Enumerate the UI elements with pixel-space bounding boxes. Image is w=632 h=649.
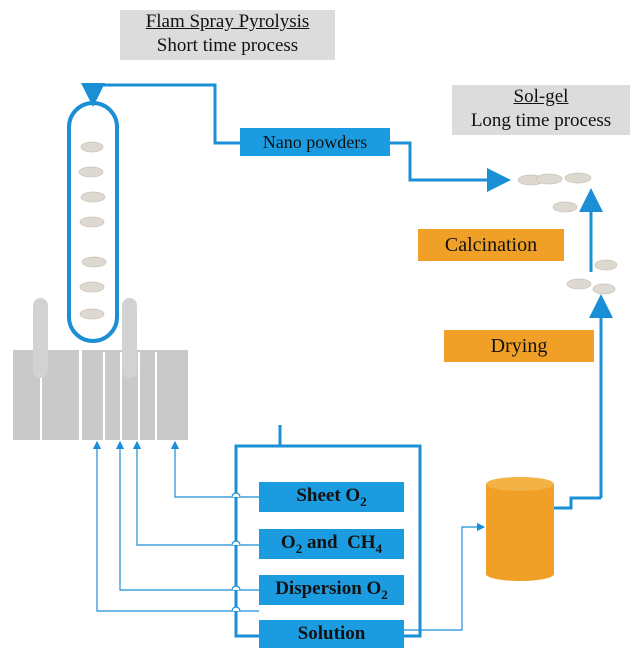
powder-piles: [78, 141, 618, 320]
nano-to-product-line: [390, 141, 511, 192]
drying-box: Drying: [444, 330, 594, 362]
sheet-o2-box: Sheet O2: [259, 482, 404, 512]
solution-label: Solution: [297, 623, 366, 644]
calcination-label: Calcination: [444, 234, 538, 256]
sheet-o2-sub: 2: [360, 493, 367, 509]
dispersion-o2-box: Dispersion O2: [259, 575, 404, 605]
dispersion-o2-label: Dispersion O: [275, 578, 382, 599]
nano-powders-box: Nano powders: [240, 128, 390, 156]
fsp-title: Flam Spray Pyrolysis: [145, 11, 310, 32]
drying-tank: [486, 477, 554, 581]
o2-ch4-box: O2 and CH4: [259, 529, 404, 559]
calcination-box: Calcination: [418, 229, 564, 261]
ch4-label: and CH: [302, 532, 376, 553]
feed-enclosure: [234, 425, 422, 638]
solgel-title-box: Sol-gel Long time process: [452, 85, 630, 135]
sheet-o2-label: Sheet O: [296, 485, 361, 506]
solgel-subtitle: Long time process: [470, 109, 612, 131]
tank-outlet-line: [554, 496, 601, 510]
nozzle-left: [33, 298, 48, 378]
fsp-subtitle: Short time process: [156, 34, 299, 56]
dispersion-o2-sub: 2: [381, 586, 388, 602]
ch4-sub: 4: [375, 540, 383, 556]
solgel-title: Sol-gel: [513, 86, 569, 107]
gas-feed-lines: [92, 440, 486, 631]
drying-label: Drying: [490, 335, 548, 357]
line-crossings: [231, 492, 241, 612]
fsp-title-box: Flam Spray Pyrolysis Short time process: [120, 10, 335, 60]
nano-powders-label: Nano powders: [262, 132, 368, 152]
o2-label: O: [280, 532, 296, 553]
nozzle-right: [122, 298, 137, 378]
o2-sub: 2: [295, 540, 303, 556]
solution-box: Solution: [259, 620, 404, 648]
